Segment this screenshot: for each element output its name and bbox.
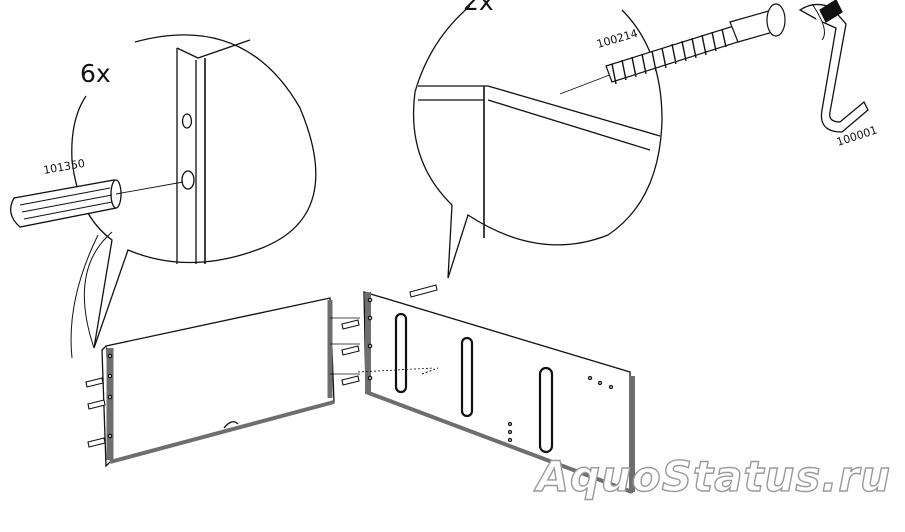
screw-part-number: 100214 — [595, 27, 639, 51]
watermark: AquoStatus.ru — [536, 451, 891, 501]
cabinet-corner-closeup — [418, 73, 661, 238]
left-panel — [101, 297, 335, 468]
dowel-pins — [85, 319, 360, 448]
dowel-part-number: 101350 — [42, 157, 86, 177]
left-quantity: 6x — [80, 59, 111, 88]
panel-edge-closeup — [176, 39, 251, 264]
allen-key-icon — [798, 0, 869, 133]
dowel-guide-lines — [330, 317, 360, 375]
wooden-dowel-icon — [9, 179, 184, 228]
cam-screw-placement — [409, 284, 439, 375]
cam-screw-icon — [605, 3, 786, 85]
right-callout-bubble — [412, 5, 663, 279]
left-callout-bubble — [70, 34, 317, 359]
right-quantity: 2x — [463, 0, 494, 16]
alignment-lines — [357, 367, 435, 373]
right-panel — [363, 291, 635, 494]
